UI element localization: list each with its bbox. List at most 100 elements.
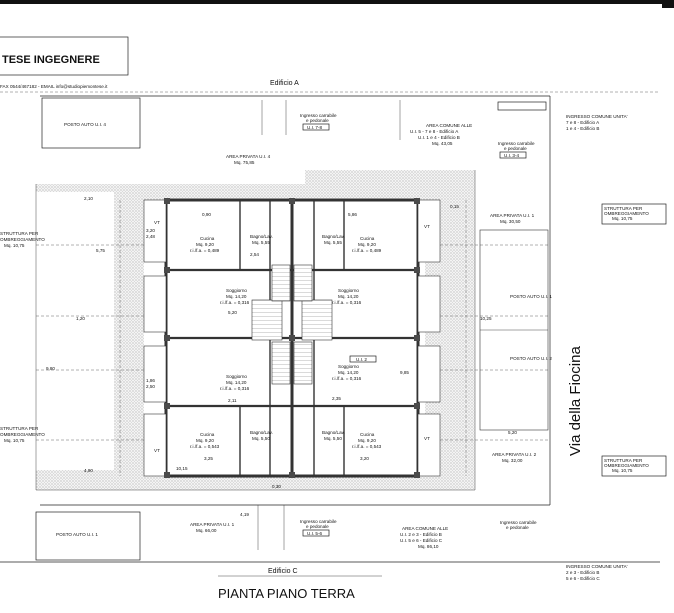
room-soggiorno-br-mq: Mq. 14,20 [338, 370, 359, 375]
vt-br: VT [424, 436, 430, 441]
hatch-top-band [144, 184, 425, 200]
svg-text:2,35: 2,35 [332, 396, 341, 401]
room-cucina-tr-ria: r.i./f.a. = 0,489 [352, 248, 382, 253]
common-top-line1: AREA COMUNE ALLE [426, 123, 472, 128]
svg-text:0,90: 0,90 [202, 212, 211, 217]
room-cucina-tl: Cucina [200, 236, 215, 241]
parking-top-left-label: POSTO AUTO U.I. 4 [64, 122, 106, 127]
entrance-bottom-line2: e pedonale [306, 524, 329, 529]
parking-right-1: POSTO AUTO U.I. 1 [510, 294, 552, 299]
private-bottom-left-line2: Mq. 66,00 [196, 528, 217, 533]
struttura-left-top-line2: OMBREGGIAMENTO [0, 237, 45, 242]
hatch-left-band [114, 184, 144, 490]
common-bottom-line3: U.I. 5 e 6 - Edificio C [400, 538, 443, 543]
porch-br [417, 413, 441, 477]
entrance-bottom-line1: Ingresso carrabile [300, 519, 337, 524]
porch-tr [417, 199, 441, 263]
svg-text:5,20: 5,20 [508, 430, 517, 435]
room-bagno-tl: Bagno/Lav. [250, 234, 273, 239]
building-a-label: Edificio A [270, 80, 299, 87]
private-top-left-line2: Mq. 75,85 [234, 160, 255, 165]
parking-bottom-left-label: POSTO AUTO U.I. 1 [56, 532, 98, 537]
porch-tl [143, 199, 167, 263]
room-soggiorno-br-ria: r.i./f.a. = 0,316 [332, 376, 362, 381]
svg-text:4,90: 4,90 [84, 468, 93, 473]
svg-text:2,10: 2,10 [84, 196, 93, 201]
stair-right-upper [293, 264, 313, 302]
svg-text:10,25: 10,25 [480, 316, 492, 321]
building-c-label: Edificio C [268, 568, 298, 575]
stair-left-upper [271, 264, 291, 302]
parking-box-top-left [41, 97, 141, 149]
vt-tl: VT [154, 220, 160, 225]
svg-text:5,20: 5,20 [228, 310, 237, 315]
struttura-right-bottom-line3: Mq. 10,75 [612, 468, 633, 473]
entrance-bottom-right-line1: Ingresso carrabile [500, 520, 537, 525]
ingresso-unita-top-line3: 1 e 4 - Edificio B [566, 126, 599, 131]
common-bottom-line2: U.I. 2 e 3 - Edificio B [400, 532, 442, 537]
room-bagno-tr-mq: Mq. 5,55 [324, 240, 342, 245]
structural-columns [164, 198, 420, 478]
private-right-bottom-line1: AREA PRIVATA U.I. 2 [492, 452, 537, 457]
room-cucina-br-mq: Mq. 9,20 [358, 438, 376, 443]
entrance-top-line2: e pedonale [306, 118, 329, 123]
room-soggiorno-bl: Soggiorno [226, 374, 247, 379]
entrance-bottom-tag [302, 529, 330, 537]
room-soggiorno-br: Soggiorno [338, 364, 359, 369]
private-right-bottom-line2: Mq. 32,00 [502, 458, 523, 463]
parking-tag-top-right [497, 101, 547, 111]
ingresso-unita-top-line2: 7 e 8 - Edificio A [566, 120, 600, 125]
svg-text:0,15: 0,15 [450, 204, 459, 209]
stair-left [251, 299, 283, 341]
room-bagno-br-mq: Mq. 5,50 [324, 436, 342, 441]
entrance-top-right-line3: U.I. 3-4 [504, 153, 520, 158]
hatch-top-left [36, 184, 114, 192]
room-soggiorno-bl-mq: Mq. 14,20 [226, 380, 247, 385]
stair-left-lower [271, 341, 291, 385]
svg-text:3,20: 3,20 [360, 456, 369, 461]
room-soggiorno-tr-ria: r.i./f.a. = 0,316 [332, 300, 362, 305]
private-right-top-line2: Mq. 30,50 [500, 219, 521, 224]
room-cucina-tr: Cucina [360, 236, 375, 241]
private-right-top-line1: AREA PRIVATA U.I. 1 [490, 213, 535, 218]
room-bagno-tl-mq: Mq. 5,55 [252, 240, 270, 245]
ingresso-unita-top-line1: INGRESSO COMUNE UNITA' [566, 114, 628, 119]
struttura-left-top-line3: Mq. 10,75 [4, 243, 25, 248]
top-right-frame-bar [662, 0, 674, 8]
svg-text:2,50: 2,50 [146, 384, 155, 389]
struttura-right-bottom-line1: STRUTTURA PER [604, 458, 643, 463]
common-top-line4: Mq. 43,05 [432, 141, 453, 146]
porch-mr2 [417, 345, 441, 403]
private-top-left-line1: AREA PRIVATA U.I. 4 [226, 154, 271, 159]
room-bagno-bl: Bagno/Lav. [250, 430, 273, 435]
room-bagno-bl-mq: Mq. 5,50 [252, 436, 270, 441]
room-bagno-br: Bagno/Lav. [322, 430, 345, 435]
porch-mr1 [417, 275, 441, 333]
porch-ml2 [143, 345, 167, 403]
room-cucina-tl-mq: Mq. 9,20 [196, 242, 214, 247]
vt-tr: VT [424, 224, 430, 229]
stair-right [301, 299, 333, 341]
stair-right-lower [293, 341, 313, 385]
porch-bl [143, 413, 167, 477]
svg-text:3,20: 3,20 [146, 228, 155, 233]
common-top-line3: U.I. 1 e 4 - Edificio B [418, 135, 460, 140]
ingresso-unita-bottom-line2: 2 e 3 - Edificio B [566, 570, 599, 575]
room-cucina-br: Cucina [360, 432, 375, 437]
struttura-left-top-line1: STRUTTURA PER [0, 231, 39, 236]
room-cucina-bl-mq: Mq. 9,20 [196, 438, 214, 443]
struttura-left-bottom-line2: OMBREGGIAMENTO [0, 432, 45, 437]
svg-text:1,20: 1,20 [76, 316, 85, 321]
room-cucina-bl: Cucina [200, 432, 215, 437]
firm-name: TESE INGEGNERE [2, 54, 100, 66]
hatch-bottom-left [36, 470, 114, 490]
room-soggiorno-tl-ria: r.i./f.a. = 0,316 [220, 300, 250, 305]
room-soggiorno-tl: Soggiorno [226, 288, 247, 293]
room-cucina-tl-ria: r.i./f.a. = 0,489 [190, 248, 220, 253]
struttura-right-top-line2: OMBREGGIAMENTO [604, 211, 649, 216]
svg-text:2,48: 2,48 [146, 234, 155, 239]
unit-2-tag [349, 355, 377, 363]
top-gate [261, 100, 287, 135]
svg-text:10,15: 10,15 [176, 466, 188, 471]
